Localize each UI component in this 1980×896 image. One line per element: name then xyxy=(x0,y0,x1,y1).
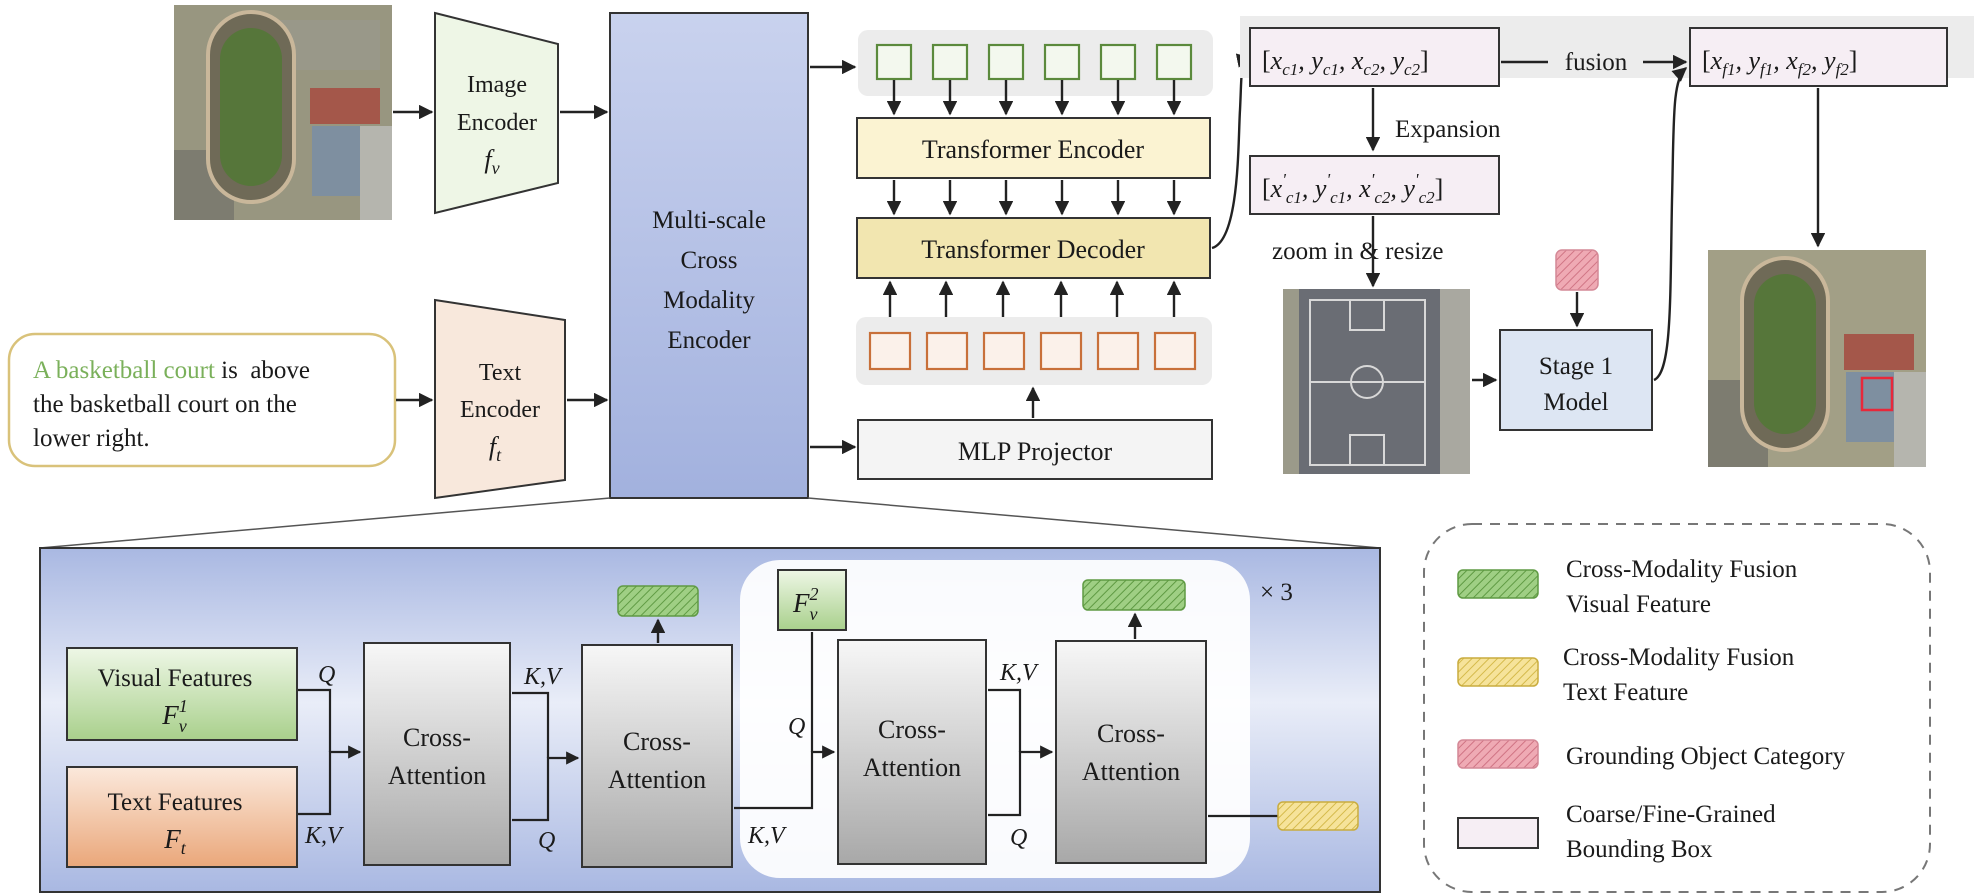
msc-line1: Multi-scale xyxy=(652,207,766,234)
svg-text:Attention: Attention xyxy=(1082,757,1180,786)
cross-attention-3: Cross- Attention xyxy=(837,639,987,865)
text-encoder-line2: Encoder xyxy=(460,397,540,423)
image-encoder-line1: Image xyxy=(467,72,527,98)
svg-text:Cross-: Cross- xyxy=(403,723,471,752)
expansion-label: Expansion xyxy=(1395,116,1501,143)
image-encoder-subscript: v xyxy=(492,158,500,178)
msc-line4: Encoder xyxy=(667,327,751,354)
q-label-4: Q xyxy=(1010,825,1027,851)
token-to-encoder-arrows xyxy=(886,80,1182,116)
svg-text:Ft: Ft xyxy=(163,824,187,858)
visual-token-row xyxy=(858,30,1213,96)
zoomed-court-image xyxy=(1283,289,1470,474)
legend-visual-line2: Visual Feature xyxy=(1566,591,1711,618)
zoom-label: zoom in & resize xyxy=(1272,238,1443,265)
cross-attention-1: Cross- Attention xyxy=(363,642,511,866)
transformer-encoder-label: Transformer Encoder xyxy=(922,135,1144,164)
svg-text:F1v: F1v xyxy=(161,696,188,736)
expanded-bounding-box: [x'c1, y'c1, x'c2, y'c2] xyxy=(1249,155,1500,215)
text-token-row xyxy=(856,317,1212,385)
svg-text:Attention: Attention xyxy=(608,765,706,794)
cross-attention-2: Cross- Attention xyxy=(581,644,733,868)
mlp-projector-label: MLP Projector xyxy=(958,437,1113,466)
text-encoder: Text Encoder ft xyxy=(434,298,566,500)
legend-swatch-text xyxy=(1457,657,1539,687)
text-token-to-decoder-arrows xyxy=(882,280,1182,317)
image-encoder-symbol: f xyxy=(484,145,495,174)
decoder-to-box-arrow xyxy=(1211,53,1252,250)
svg-text:fv: fv xyxy=(484,145,499,178)
visual-fusion-token-2 xyxy=(1082,579,1186,611)
legend-box-line1: Coarse/Fine-Grained xyxy=(1566,801,1776,828)
stage1-line2: Model xyxy=(1543,389,1608,416)
text-encoder-line1: Text xyxy=(479,360,522,386)
kv-label-3: K,V xyxy=(747,823,787,849)
legend-swatch-box xyxy=(1457,817,1539,849)
output-satellite-image xyxy=(1708,250,1926,467)
detail-projection-left xyxy=(39,497,611,549)
visual-features-label: Visual Features xyxy=(98,665,253,692)
visual-fusion-token-1 xyxy=(617,585,699,617)
svg-text:Cross-: Cross- xyxy=(623,727,691,756)
kv-label-4: K,V xyxy=(999,660,1039,686)
svg-text:Cross-: Cross- xyxy=(1097,719,1165,748)
svg-text:Attention: Attention xyxy=(388,761,486,790)
text-query-rest1: is above xyxy=(215,357,310,384)
transformer-decoder-label: Transformer Decoder xyxy=(921,235,1145,264)
svg-text:F2v: F2v xyxy=(792,584,819,624)
msc-line3: Modality xyxy=(663,287,755,314)
text-encoder-subscript: t xyxy=(496,445,502,465)
repeat-label: × 3 xyxy=(1260,579,1293,606)
svg-text:[xc1, yc1, xc2, yc2]: [xc1, yc1, xc2, yc2] xyxy=(1262,46,1429,79)
svg-text:Cross-: Cross- xyxy=(878,715,946,744)
q-label-3: Q xyxy=(788,714,805,740)
svg-text:A basketball court is above: A basketball court is above xyxy=(33,357,310,384)
legend: Cross-Modality Fusion Visual Feature Cro… xyxy=(1423,523,1931,893)
text-query-line2: the basketball court on the xyxy=(33,391,297,418)
stage1-line1: Stage 1 xyxy=(1539,353,1613,380)
legend-box-line2: Bounding Box xyxy=(1566,836,1713,863)
fusion-label: fusion xyxy=(1565,49,1628,76)
svg-text:Attention: Attention xyxy=(863,753,961,782)
text-features-box: Text Features Ft xyxy=(66,766,298,868)
legend-swatch-visual xyxy=(1457,569,1539,599)
msc-line2: Cross xyxy=(681,247,738,274)
text-features-label: Text Features xyxy=(107,789,242,816)
mlp-projector: MLP Projector xyxy=(857,419,1213,480)
grounding-category-token xyxy=(1555,249,1599,291)
cross-attention-4: Cross- Attention xyxy=(1055,640,1207,864)
text-encoder-symbol: f xyxy=(489,432,500,461)
fine-bounding-box: [xf1, yf1, xf2, yf2] xyxy=(1689,27,1948,87)
legend-visual-line1: Cross-Modality Fusion xyxy=(1566,556,1798,583)
stage1-to-fine-arrow xyxy=(1653,67,1688,382)
legend-swatch-category xyxy=(1457,739,1539,769)
transformer-encoder: Transformer Encoder xyxy=(856,117,1211,179)
svg-text:[x'c1, y'c1, x'c2, y'c2]: [x'c1, y'c1, x'c2, y'c2] xyxy=(1262,170,1443,207)
kv-label-2: K,V xyxy=(523,664,563,690)
legend-category-line1: Grounding Object Category xyxy=(1566,743,1846,770)
image-encoder-line2: Encoder xyxy=(457,110,537,136)
image-encoder: Image Encoder fv xyxy=(434,11,559,215)
svg-text:ft: ft xyxy=(489,432,502,465)
text-fusion-token xyxy=(1277,801,1359,831)
q-label-2: Q xyxy=(538,828,555,854)
q-label-1: Q xyxy=(318,662,335,688)
kv-label-1: K,V xyxy=(304,823,344,849)
legend-text-line2: Text Feature xyxy=(1563,679,1688,706)
text-query-box: A basketball court is above the basketba… xyxy=(7,332,397,468)
stage1-model: Stage 1 Model xyxy=(1499,329,1653,431)
coarse-bounding-box: [xc1, yc1, xc2, yc2] xyxy=(1249,27,1500,87)
legend-text-line1: Cross-Modality Fusion xyxy=(1563,644,1795,671)
svg-text:[xf1, yf1, xf2, yf2]: [xf1, yf1, xf2, yf2] xyxy=(1702,46,1857,79)
input-satellite-image xyxy=(174,5,392,220)
multi-scale-cross-modality-encoder: Multi-scale Cross Modality Encoder xyxy=(609,12,809,499)
text-query-line3: lower right. xyxy=(33,425,150,452)
encoder-to-decoder-arrows xyxy=(886,180,1182,216)
text-query-highlight: A basketball court xyxy=(33,357,215,384)
detail-projection-right xyxy=(807,497,1381,549)
transformer-decoder: Transformer Decoder xyxy=(856,217,1211,279)
